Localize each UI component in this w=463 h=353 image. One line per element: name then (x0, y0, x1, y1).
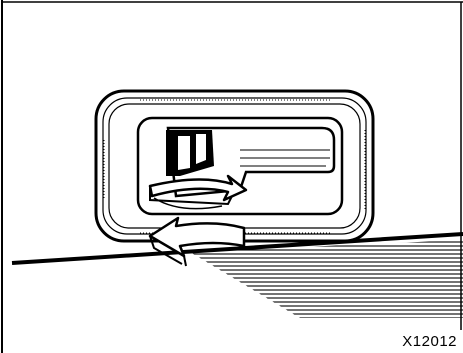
curved-arrow-icon-lower (148, 216, 246, 267)
curved-arrow-icon-upper (148, 174, 248, 210)
door-sill-line (11, 232, 463, 265)
figure-code: X12012 (402, 333, 457, 350)
